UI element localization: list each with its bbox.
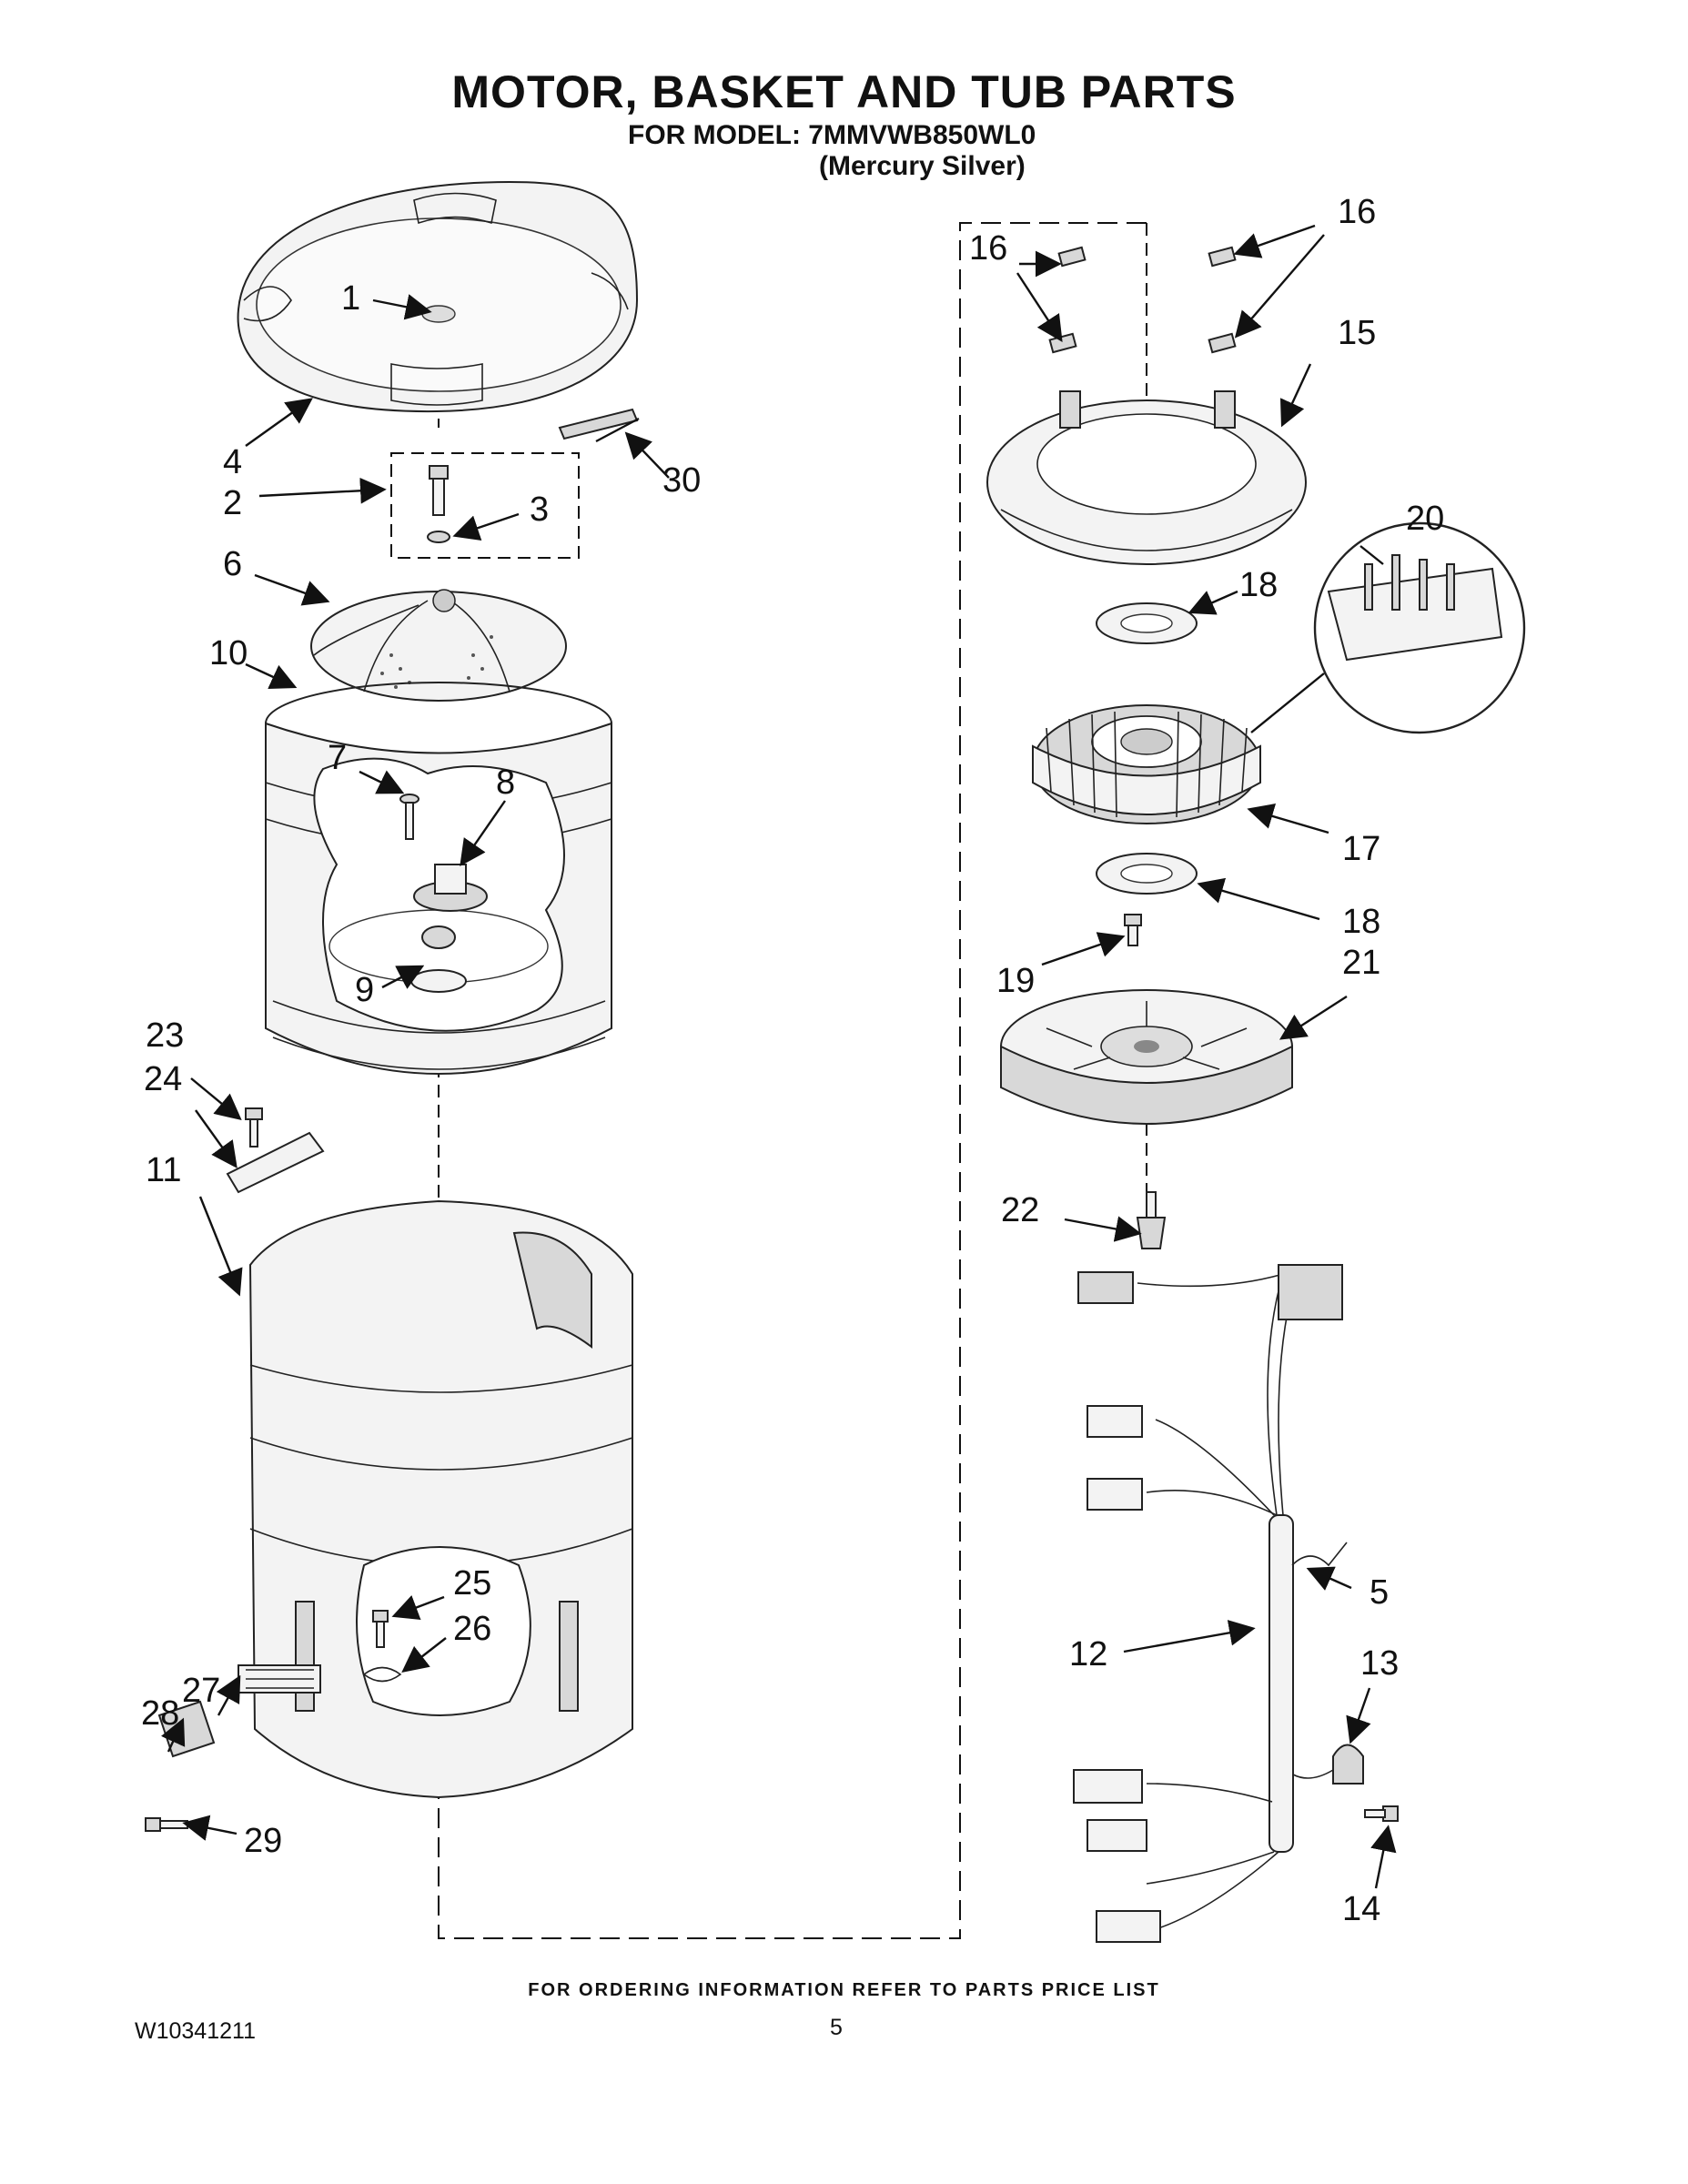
splutch-part-9 [410, 925, 467, 993]
impeller-part [310, 589, 567, 702]
callout-23: 23 [146, 1016, 184, 1055]
pins-part-16 [1048, 246, 1237, 354]
callout-10: 10 [209, 634, 248, 672]
callout-4: 4 [223, 443, 242, 481]
fastener-group-box [390, 452, 580, 559]
callout-3: 3 [530, 490, 549, 529]
screw-part-14 [1364, 1805, 1399, 1822]
leader-lines [160, 224, 1397, 1889]
callout-1: 1 [341, 279, 360, 318]
callout-16b: 16 [1338, 193, 1376, 231]
wire-harness-part-12 [1073, 1264, 1343, 1943]
washer-part [427, 531, 450, 543]
connector-mid-lower [1087, 1478, 1143, 1511]
screw-part-25 [372, 1610, 389, 1648]
callout-8: 8 [496, 763, 515, 802]
callout-11: 11 [146, 1151, 181, 1189]
connector-top-right [1278, 1264, 1343, 1320]
connector-bottom-1 [1073, 1769, 1143, 1804]
callout-21: 21 [1342, 944, 1380, 982]
gasket-part-18-top [1096, 602, 1198, 644]
callout-29: 29 [244, 1822, 282, 1860]
callout-16a: 16 [969, 229, 1007, 268]
callout-6: 6 [223, 545, 242, 583]
screw-part-29 [145, 1817, 188, 1832]
callout-30: 30 [662, 461, 701, 500]
rotor-shield-part-15 [986, 390, 1307, 565]
callout-12: 12 [1069, 1635, 1107, 1673]
callout-15: 15 [1338, 314, 1376, 352]
clip-part-26 [362, 1666, 402, 1683]
page-number: 5 [830, 2015, 843, 2040]
detail-circle-part-20 [1250, 521, 1526, 734]
callout-14: 14 [1342, 1890, 1380, 1928]
rotor-part-21 [1000, 989, 1293, 1125]
callout-26: 26 [453, 1610, 491, 1648]
stator-part-17 [1032, 704, 1261, 824]
bolt-part-19 [1124, 914, 1142, 946]
hub-part-8 [413, 864, 488, 912]
callout-24: 24 [144, 1060, 182, 1098]
model-color: (Mercury Silver) [819, 151, 1026, 181]
callout-22: 22 [1001, 1191, 1039, 1229]
tub-ring-part [237, 180, 639, 413]
callout-7: 7 [328, 739, 347, 777]
callout-2: 2 [223, 484, 242, 522]
callout-numbers: 1 2 3 4 5 6 7 8 9 10 11 12 13 14 15 16 1… [141, 193, 1444, 1928]
screw-part-23 [245, 1107, 263, 1148]
cover-part-24 [226, 1131, 325, 1194]
callout-17: 17 [1342, 830, 1380, 868]
page-title: MOTOR, BASKET AND TUB PARTS [451, 66, 1237, 117]
strip-part-30 [558, 408, 639, 440]
connector-mid-upper [1087, 1405, 1143, 1438]
callout-25: 25 [453, 1564, 491, 1603]
heater-part-27 [238, 1664, 321, 1694]
callout-9: 9 [355, 971, 374, 1009]
model-number: FOR MODEL: 7MMVWB850WL0 [628, 120, 1036, 150]
callout-19: 19 [996, 962, 1035, 1000]
connector-bottom-3 [1096, 1910, 1161, 1943]
gasket-part-18-bottom [1096, 853, 1198, 895]
connector-bottom-2 [1087, 1819, 1147, 1852]
connector-top-left [1077, 1271, 1134, 1304]
callout-27: 27 [182, 1672, 220, 1710]
agitator-bolt-part [429, 465, 449, 516]
callout-18b: 18 [1342, 903, 1380, 941]
callout-18a: 18 [1239, 566, 1278, 604]
tube-part-5 [1291, 1542, 1348, 1567]
callout-28: 28 [141, 1694, 179, 1733]
document-number: W10341211 [135, 2018, 256, 2044]
callout-5: 5 [1370, 1573, 1389, 1612]
screw-part-7 [399, 794, 419, 840]
clip-part-13 [1292, 1744, 1364, 1785]
outer-tub-part [248, 1199, 633, 1799]
callout-13: 13 [1360, 1644, 1399, 1683]
bolt-part-22 [1136, 1191, 1167, 1249]
ordering-info-note: FOR ORDERING INFORMATION REFER TO PARTS … [528, 1980, 1160, 2000]
callout-20: 20 [1406, 500, 1444, 538]
